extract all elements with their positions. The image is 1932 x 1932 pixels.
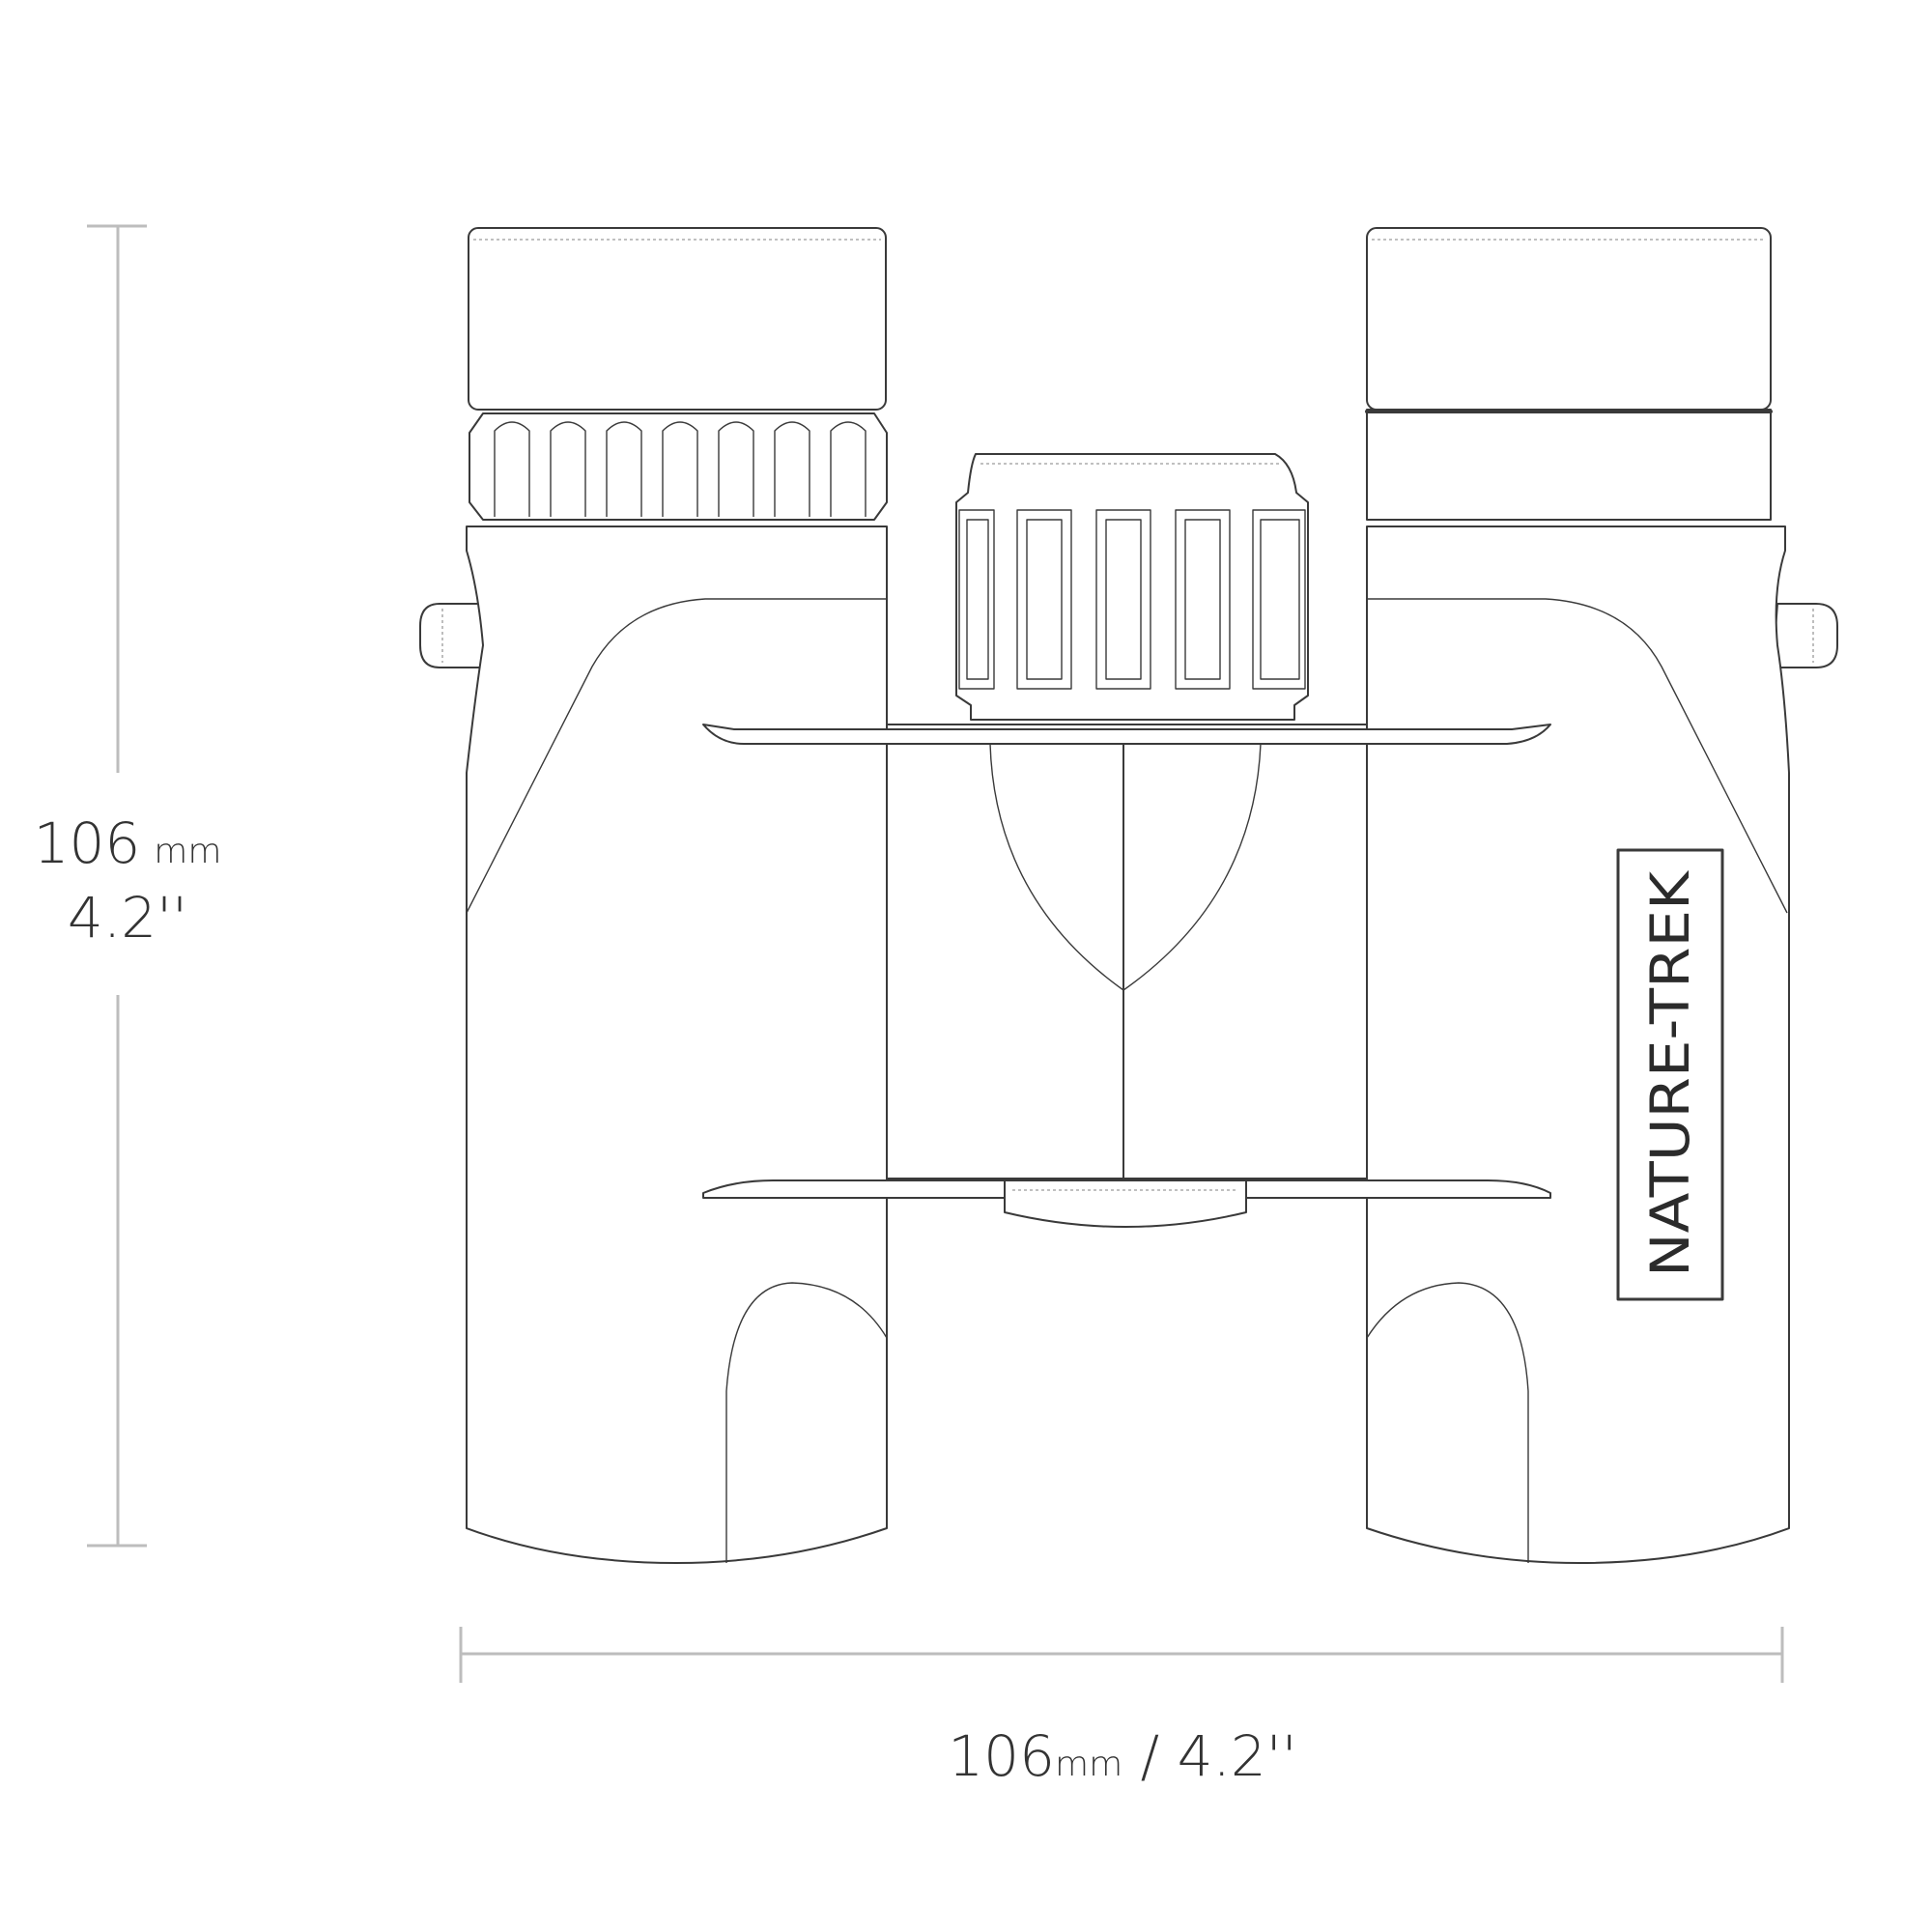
brand-badge: NATURE-TREK bbox=[1616, 848, 1724, 1301]
width-separator: / bbox=[1122, 1723, 1177, 1789]
left-eyecup bbox=[468, 227, 887, 411]
hinge-cap bbox=[1004, 1179, 1247, 1228]
right-strap-lug bbox=[1772, 603, 1838, 668]
left-diopter-knurls bbox=[494, 421, 867, 517]
height-unit: mm bbox=[154, 832, 221, 871]
width-inches: 4.2'' bbox=[1178, 1723, 1297, 1789]
left-barrel-body bbox=[466, 526, 888, 1564]
height-dimension-inches: 4.2'' bbox=[68, 885, 187, 951]
focus-wheel bbox=[955, 453, 1309, 721]
left-grip-contour bbox=[466, 598, 887, 914]
right-eyecup bbox=[1366, 227, 1772, 411]
height-dimension-metric: 106 mm bbox=[34, 810, 222, 876]
width-dimension: 106mm / 4.2'' bbox=[459, 1627, 1784, 1789]
binoculars: NATURE-TREK bbox=[419, 227, 1838, 1564]
brand-label: NATURE-TREK bbox=[1639, 869, 1701, 1277]
height-value: 106 bbox=[34, 810, 141, 876]
right-eyepiece-band bbox=[1366, 409, 1772, 521]
brand-badge-frame bbox=[1616, 848, 1724, 1301]
width-dimension-label: 106mm / 4.2'' bbox=[948, 1723, 1296, 1789]
left-diopter-ring bbox=[469, 412, 888, 521]
center-body bbox=[886, 724, 1371, 1179]
left-strap-lug bbox=[419, 603, 489, 668]
left-thumb-recess bbox=[725, 1282, 888, 1563]
right-grip-contour bbox=[1367, 598, 1788, 914]
width-unit: mm bbox=[1055, 1745, 1122, 1784]
right-thumb-recess bbox=[1366, 1282, 1529, 1563]
right-barrel-body bbox=[1366, 526, 1790, 1564]
height-dimension: 106 mm 4.2'' bbox=[34, 224, 222, 1548]
upper-hinge-bridge bbox=[702, 724, 1551, 745]
width-value: 106 bbox=[948, 1723, 1055, 1789]
focus-wheel-grips bbox=[958, 509, 1306, 690]
